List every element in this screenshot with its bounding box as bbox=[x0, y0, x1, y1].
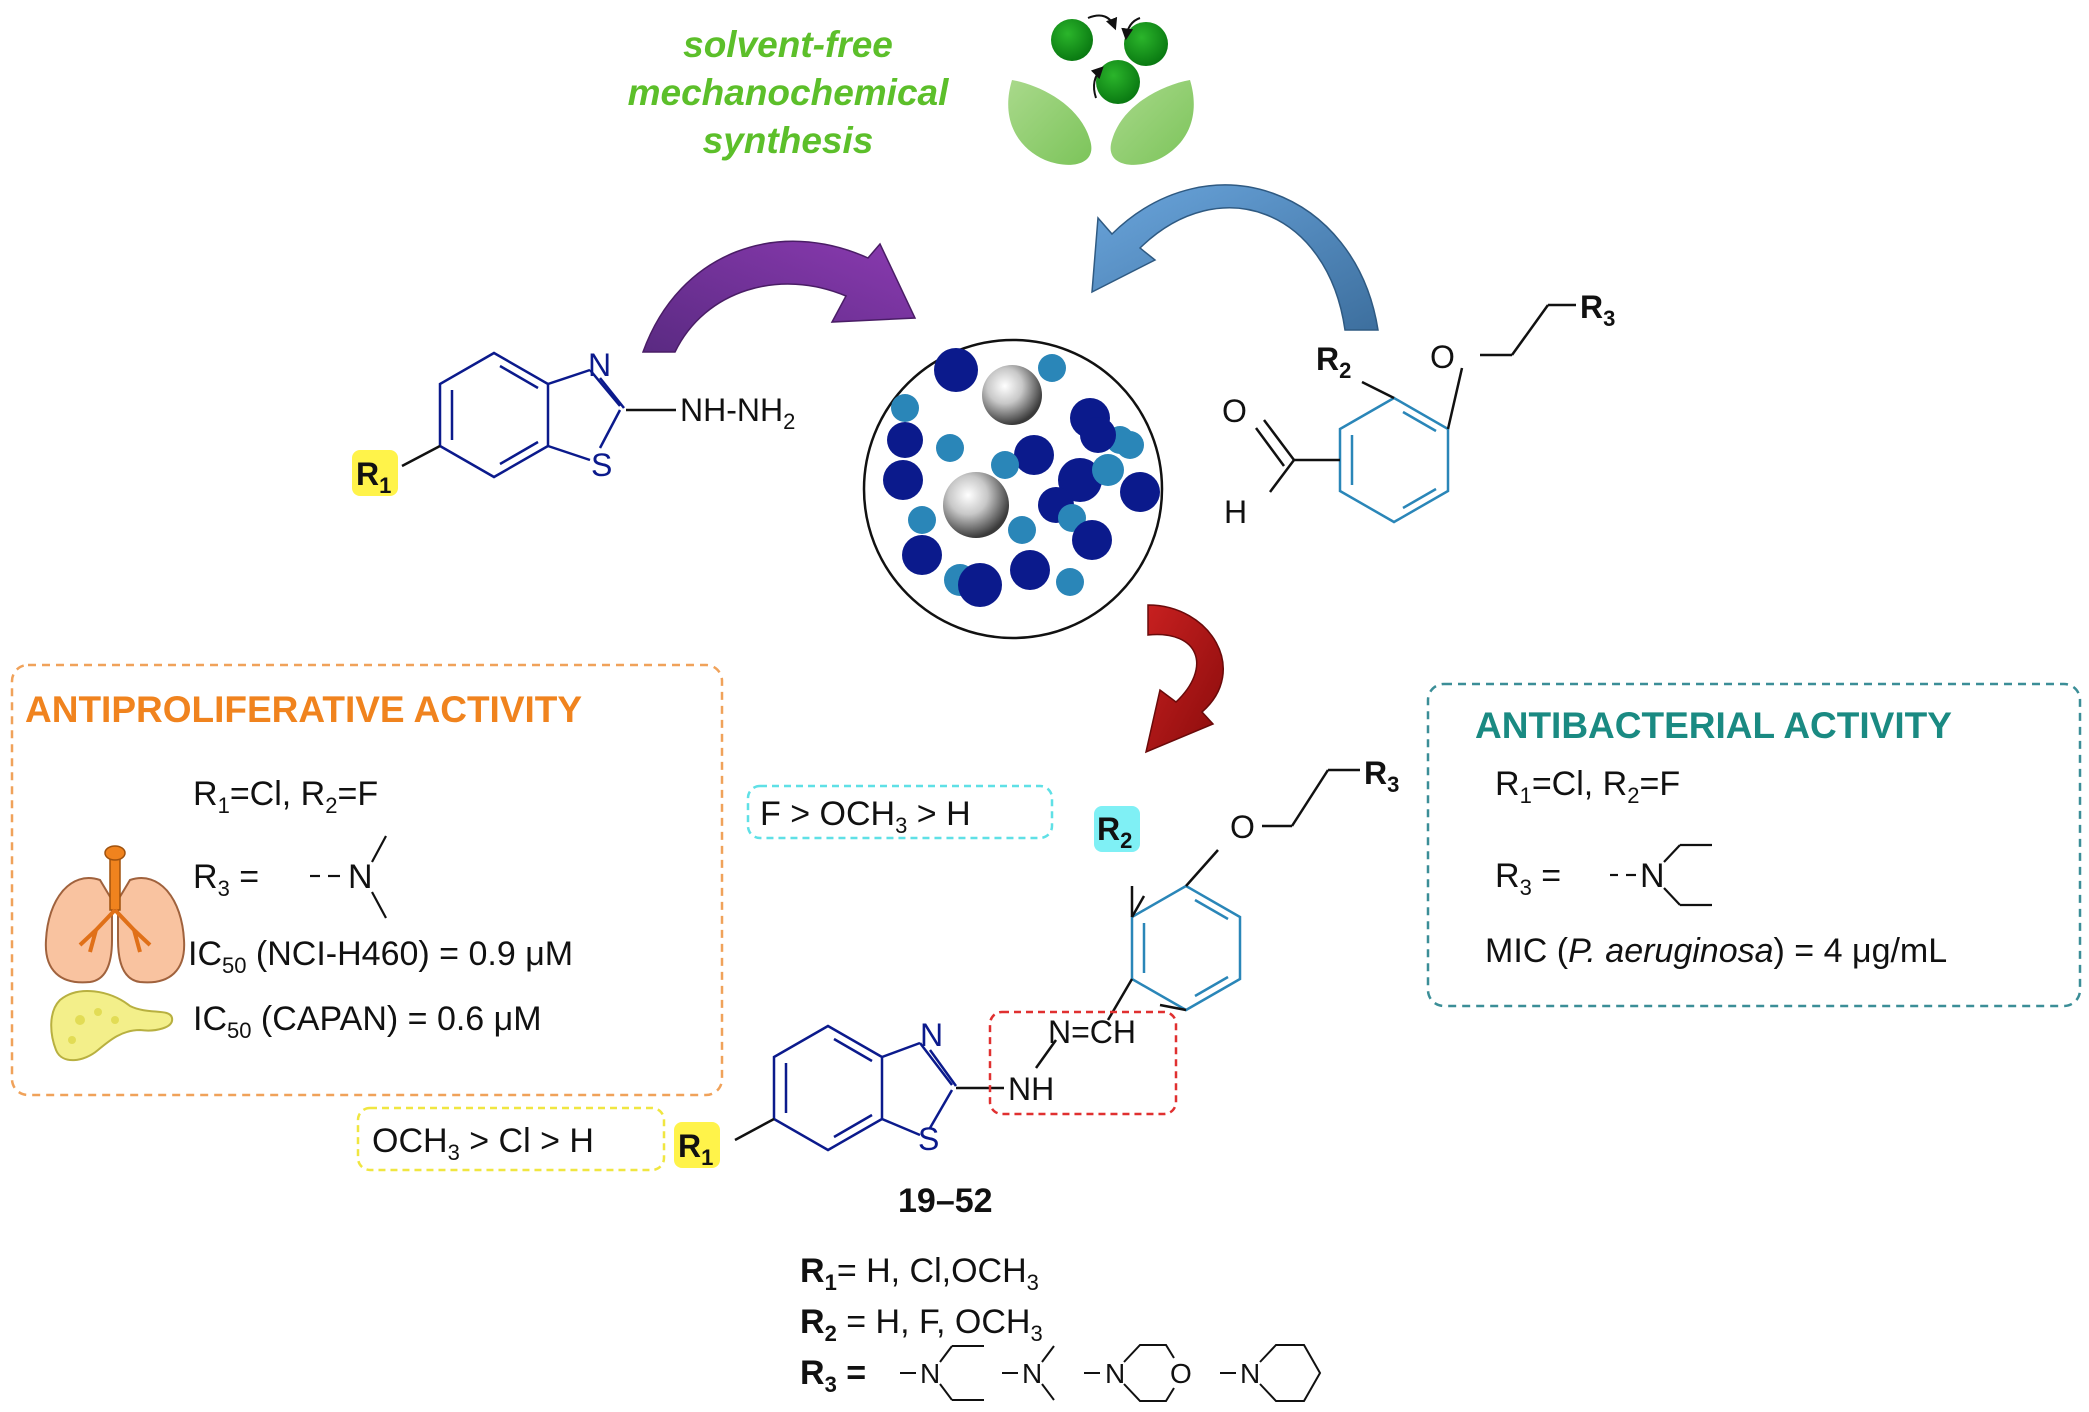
reactant1-hydrazine: NH-NH2 bbox=[680, 392, 795, 434]
antiproliferative-r1-r2: R1=Cl, R2=F bbox=[193, 775, 378, 818]
antibacterial-r3: R3 = bbox=[1495, 857, 1561, 900]
reactant2-ether-o: O bbox=[1430, 339, 1455, 375]
antibacterial-r1-r2: R1=Cl, R2=F bbox=[1495, 765, 1680, 808]
pancreas-icon bbox=[50, 990, 174, 1062]
r3-definition: R3 = bbox=[800, 1354, 866, 1397]
process-label-line2: mechanochemical bbox=[628, 72, 950, 113]
process-label: solvent-free mechanochemical synthesis bbox=[628, 24, 950, 161]
r1-trend-box bbox=[356, 1106, 666, 1172]
product-ether-o: O bbox=[1230, 809, 1255, 845]
r3-option-diethylamino-n: N bbox=[920, 1358, 940, 1389]
antiproliferative-r3: R3 = bbox=[193, 858, 259, 901]
r3-option-morpholino-n: N bbox=[1105, 1358, 1125, 1389]
reactant-benzaldehyde bbox=[1254, 303, 1576, 524]
reagent-particle-light bbox=[1038, 354, 1066, 382]
reagent-particle-light bbox=[936, 434, 964, 462]
process-label-line1: solvent-free bbox=[683, 24, 893, 65]
reactant2-r2-label: R2 bbox=[1316, 341, 1351, 383]
r3-options-structures bbox=[900, 1344, 1322, 1402]
product-r3-label: R3 bbox=[1364, 755, 1399, 797]
reactant-hydrazinobenzothiazole bbox=[401, 351, 676, 479]
reagent-particle-dark bbox=[1120, 472, 1160, 512]
r2-trend: F > OCH3 > H bbox=[760, 795, 971, 838]
antibacterial-title: ANTIBACTERIAL ACTIVITY bbox=[1475, 705, 1952, 746]
ic50-lung: IC50 (NCI-H460) = 0.9 μM bbox=[188, 935, 573, 978]
reagent-particle-dark bbox=[1010, 550, 1050, 590]
reactant1-n-atom: N bbox=[588, 347, 611, 383]
reactant2-r3-label: R3 bbox=[1580, 289, 1615, 331]
reagent-particle-dark bbox=[1072, 520, 1112, 560]
r3-option-piperidino-n: N bbox=[1240, 1358, 1260, 1389]
hydrazone-highlight-box bbox=[988, 1010, 1178, 1116]
product-r1-label: R1 bbox=[678, 1128, 713, 1170]
lung-icon bbox=[44, 845, 186, 984]
product-s-atom: S bbox=[918, 1121, 939, 1157]
reagent-particle-dark bbox=[934, 348, 978, 392]
reactant2-aldehyde-h: H bbox=[1224, 494, 1247, 530]
product-nh: NH bbox=[1008, 1071, 1054, 1107]
compound-id: 19–52 bbox=[898, 1182, 993, 1220]
dimethylamino-structure bbox=[310, 835, 387, 919]
r3-option-dimethylamino-n: N bbox=[1022, 1358, 1042, 1389]
reagent-particle-light bbox=[1116, 431, 1144, 459]
reagent-particle-dark bbox=[1058, 458, 1102, 502]
reagent-particle-dark bbox=[883, 460, 923, 500]
diethylamino-structure bbox=[1610, 843, 1712, 907]
antiproliferative-n-atom: N bbox=[348, 858, 373, 896]
product-r2-label: R2 bbox=[1097, 811, 1132, 853]
reagent-particle-dark bbox=[887, 422, 923, 458]
reagent-particle-dark bbox=[1080, 417, 1116, 453]
product-structure bbox=[734, 768, 1360, 1152]
antibacterial-box bbox=[1426, 682, 2082, 1008]
reagent-particle-light bbox=[1008, 516, 1036, 544]
antiproliferative-box bbox=[10, 663, 724, 1097]
antibacterial-n-atom: N bbox=[1640, 857, 1665, 895]
product-n-atom: N bbox=[920, 1017, 943, 1053]
r1-highlight bbox=[352, 450, 398, 496]
r1-definition: R1= H, Cl,OCH3 bbox=[800, 1252, 1039, 1295]
reagent-particle-light bbox=[991, 451, 1019, 479]
reagent-particle-light bbox=[891, 394, 919, 422]
ic50-pancreas: IC50 (CAPAN) = 0.6 μM bbox=[193, 1000, 542, 1043]
blue-curved-arrow bbox=[1091, 184, 1379, 331]
red-curved-arrow bbox=[1144, 604, 1224, 754]
reagent-particle-light bbox=[908, 506, 936, 534]
reagent-particle-dark bbox=[958, 563, 1002, 607]
reactant1-s-atom: S bbox=[591, 447, 612, 483]
r2-trend-box bbox=[746, 784, 1054, 840]
purple-curved-arrow bbox=[641, 240, 917, 353]
product-r1-highlight bbox=[674, 1122, 720, 1168]
milling-jar bbox=[862, 338, 1164, 640]
antiproliferative-title: ANTIPROLIFERATIVE ACTIVITY bbox=[25, 689, 582, 730]
r3-option-morpholino-o: O bbox=[1170, 1358, 1192, 1389]
mic-value: MIC (P. aeruginosa) = 4 μg/mL bbox=[1485, 932, 1947, 970]
product-hydrazone: N=CH bbox=[1048, 1014, 1136, 1050]
r1-trend: OCH3 > Cl > H bbox=[372, 1122, 594, 1165]
reagent-particle-light bbox=[1056, 568, 1084, 596]
r2-definition: R2 = H, F, OCH3 bbox=[800, 1303, 1043, 1346]
r2-highlight bbox=[1094, 806, 1140, 852]
reactant2-carbonyl-o: O bbox=[1222, 393, 1247, 429]
reagent-particle-light bbox=[1092, 454, 1124, 486]
process-label-line3: synthesis bbox=[703, 120, 874, 161]
reactant1-r1-label: R1 bbox=[356, 456, 391, 498]
ball-mill-icon bbox=[1008, 14, 1194, 165]
reagent-particle-dark bbox=[1014, 435, 1054, 475]
reagent-particle-dark bbox=[902, 535, 942, 575]
